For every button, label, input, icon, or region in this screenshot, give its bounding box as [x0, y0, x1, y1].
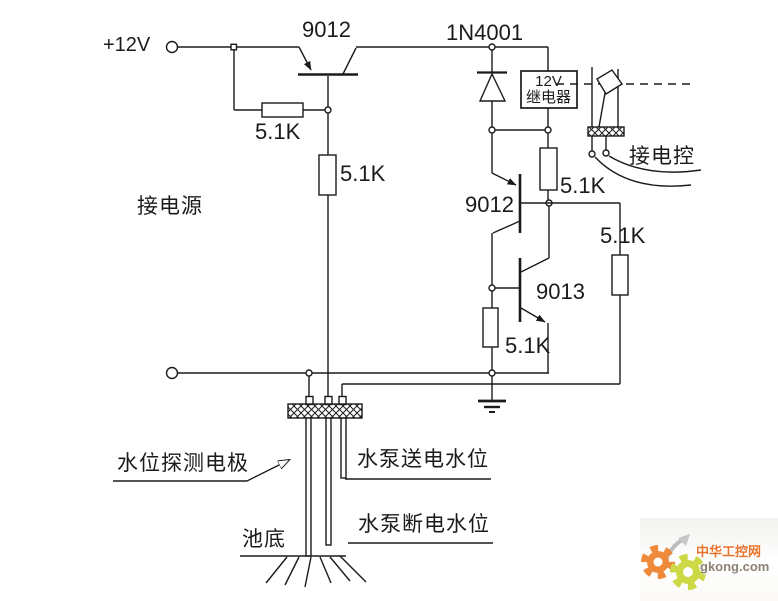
label-r4: 5.1K: [600, 223, 646, 248]
label-r2: 5.1K: [340, 161, 386, 186]
label-supply-voltage: +12V: [103, 34, 151, 56]
r3-resistor: [539, 147, 558, 191]
r2-resistor: [318, 154, 337, 196]
gear-right-icon: [670, 554, 706, 590]
label-q2: 9012: [465, 192, 514, 217]
watermark-site-name: 中华工控网: [696, 544, 762, 559]
gears-logo: [641, 534, 706, 590]
label-probe: 水位探测电极: [117, 452, 249, 475]
relay-box: [520, 70, 578, 109]
pool-bottom-hatch: [240, 555, 367, 588]
label-pool-bottom: 池底: [242, 528, 286, 551]
contact-armature: [596, 69, 624, 95]
junction-q1-base: [324, 106, 332, 114]
site-watermark: 中华工控网 gkong.com: [640, 518, 778, 601]
q1-transistor: [298, 46, 358, 107]
contact-wire-1: [594, 156, 692, 187]
relay-label: 12V 继电器: [520, 74, 577, 106]
supply-terminal: [165, 40, 179, 54]
wire-bias: [233, 50, 262, 111]
junction: [305, 369, 313, 377]
electrode-assembly: [287, 395, 363, 557]
junction-square: [230, 43, 238, 51]
electrode-common: [305, 417, 312, 557]
label-pump-off-level: 水泵断电水位: [358, 513, 490, 536]
gear-left-icon: [641, 545, 675, 579]
label-power-terminal: 接电源: [137, 195, 203, 218]
relay-rating: 12V: [535, 73, 562, 90]
junction: [488, 126, 496, 134]
label-r3: 5.1K: [560, 173, 606, 198]
electrode-pump-off: [325, 417, 332, 546]
arrow-head: [678, 534, 690, 546]
electrode-pump-on: [340, 417, 347, 479]
label-q3: 9013: [536, 279, 585, 304]
r1-resistor: [261, 102, 304, 118]
q3-transistor: [495, 206, 550, 373]
junction-ground: [488, 369, 496, 377]
probe-pointer-arrow: [246, 460, 289, 482]
label-r1: 5.1K: [255, 119, 301, 144]
label-pump-on-level: 水泵送电水位: [357, 448, 489, 471]
electrode-holder-bar: [287, 403, 363, 419]
watermark-site-url: gkong.com: [700, 559, 770, 574]
common-terminal: [165, 366, 179, 380]
relay-name: 继电器: [525, 89, 571, 106]
label-d1: 1N4001: [446, 20, 524, 45]
relay-contact: [587, 67, 702, 187]
rail-pump-on: [341, 383, 620, 397]
d1-diode: [477, 43, 507, 130]
ground-symbol: [478, 376, 506, 413]
label-q1: 9012: [302, 17, 351, 42]
r5-resistor: [482, 307, 499, 348]
q2-transistor: [491, 133, 620, 285]
contact-insulator-bar: [587, 126, 625, 137]
contact-wire-2: [608, 155, 702, 173]
label-r5: 5.1K: [505, 333, 551, 358]
r4-resistor: [611, 254, 629, 296]
junction-q3-base: [488, 284, 496, 292]
junction: [544, 126, 552, 134]
label-control-terminal: 接电控: [629, 145, 695, 168]
